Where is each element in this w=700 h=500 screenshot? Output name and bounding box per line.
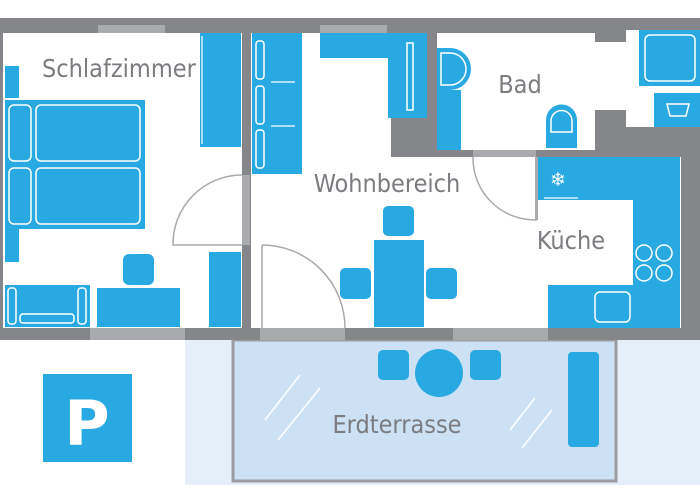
cabinet-bedroom	[209, 252, 241, 327]
window-bottom-bedroom	[90, 328, 185, 340]
kitchen-counter	[538, 157, 680, 328]
bath-door-opening	[473, 150, 536, 157]
terrace-chair-left	[378, 350, 409, 380]
kitchen-sink	[594, 291, 631, 323]
glass-reflection-right	[509, 397, 553, 449]
sideboard	[320, 33, 388, 58]
dining-table	[374, 240, 424, 327]
terrace-door	[261, 244, 346, 329]
washing-machine	[654, 93, 700, 127]
bath-cabinet	[437, 90, 461, 150]
double-bed	[5, 100, 145, 229]
sun-lounger	[568, 352, 599, 447]
wardrobe-bedroom	[200, 33, 241, 147]
room-label-bedroom: Schlafzimmer	[42, 54, 197, 83]
nightstand-top	[5, 66, 19, 98]
parking-sign	[43, 374, 132, 462]
glass-reflection-left	[264, 374, 321, 441]
room-label-kitchen: Küche	[537, 226, 605, 255]
sofa-bedroom	[5, 285, 90, 327]
window-bedroom	[98, 25, 165, 33]
room-label-living: Wohnbereich	[314, 169, 461, 198]
room-label-terrace: Erdterrasse	[332, 410, 461, 439]
terrace-chair-right	[470, 350, 501, 380]
terrace-door-opening	[260, 328, 345, 340]
dining-chair-left	[340, 268, 371, 299]
nightstand-bottom	[5, 229, 19, 262]
bedroom-door-opening	[242, 175, 250, 245]
window-living	[320, 25, 387, 33]
dining-chair-top	[383, 206, 414, 236]
desk-chair	[123, 254, 154, 285]
toilet	[546, 104, 577, 148]
bath-floor-extension	[595, 42, 626, 110]
terrace-round-table	[415, 349, 463, 397]
shelf-living	[252, 33, 302, 174]
window-bottom-living	[453, 328, 548, 340]
stove-hob-icon	[635, 244, 673, 282]
freezer-snowflake-icon: ❄	[550, 169, 566, 191]
bath-sink	[437, 48, 471, 90]
tv-unit	[388, 33, 427, 118]
shower	[639, 30, 700, 86]
room-label-bath: Bad	[498, 70, 542, 99]
bath-door	[472, 156, 537, 221]
bedroom-door	[172, 174, 243, 246]
parking-letter: P	[64, 387, 109, 460]
desk	[97, 288, 180, 327]
dining-chair-right	[426, 268, 457, 299]
